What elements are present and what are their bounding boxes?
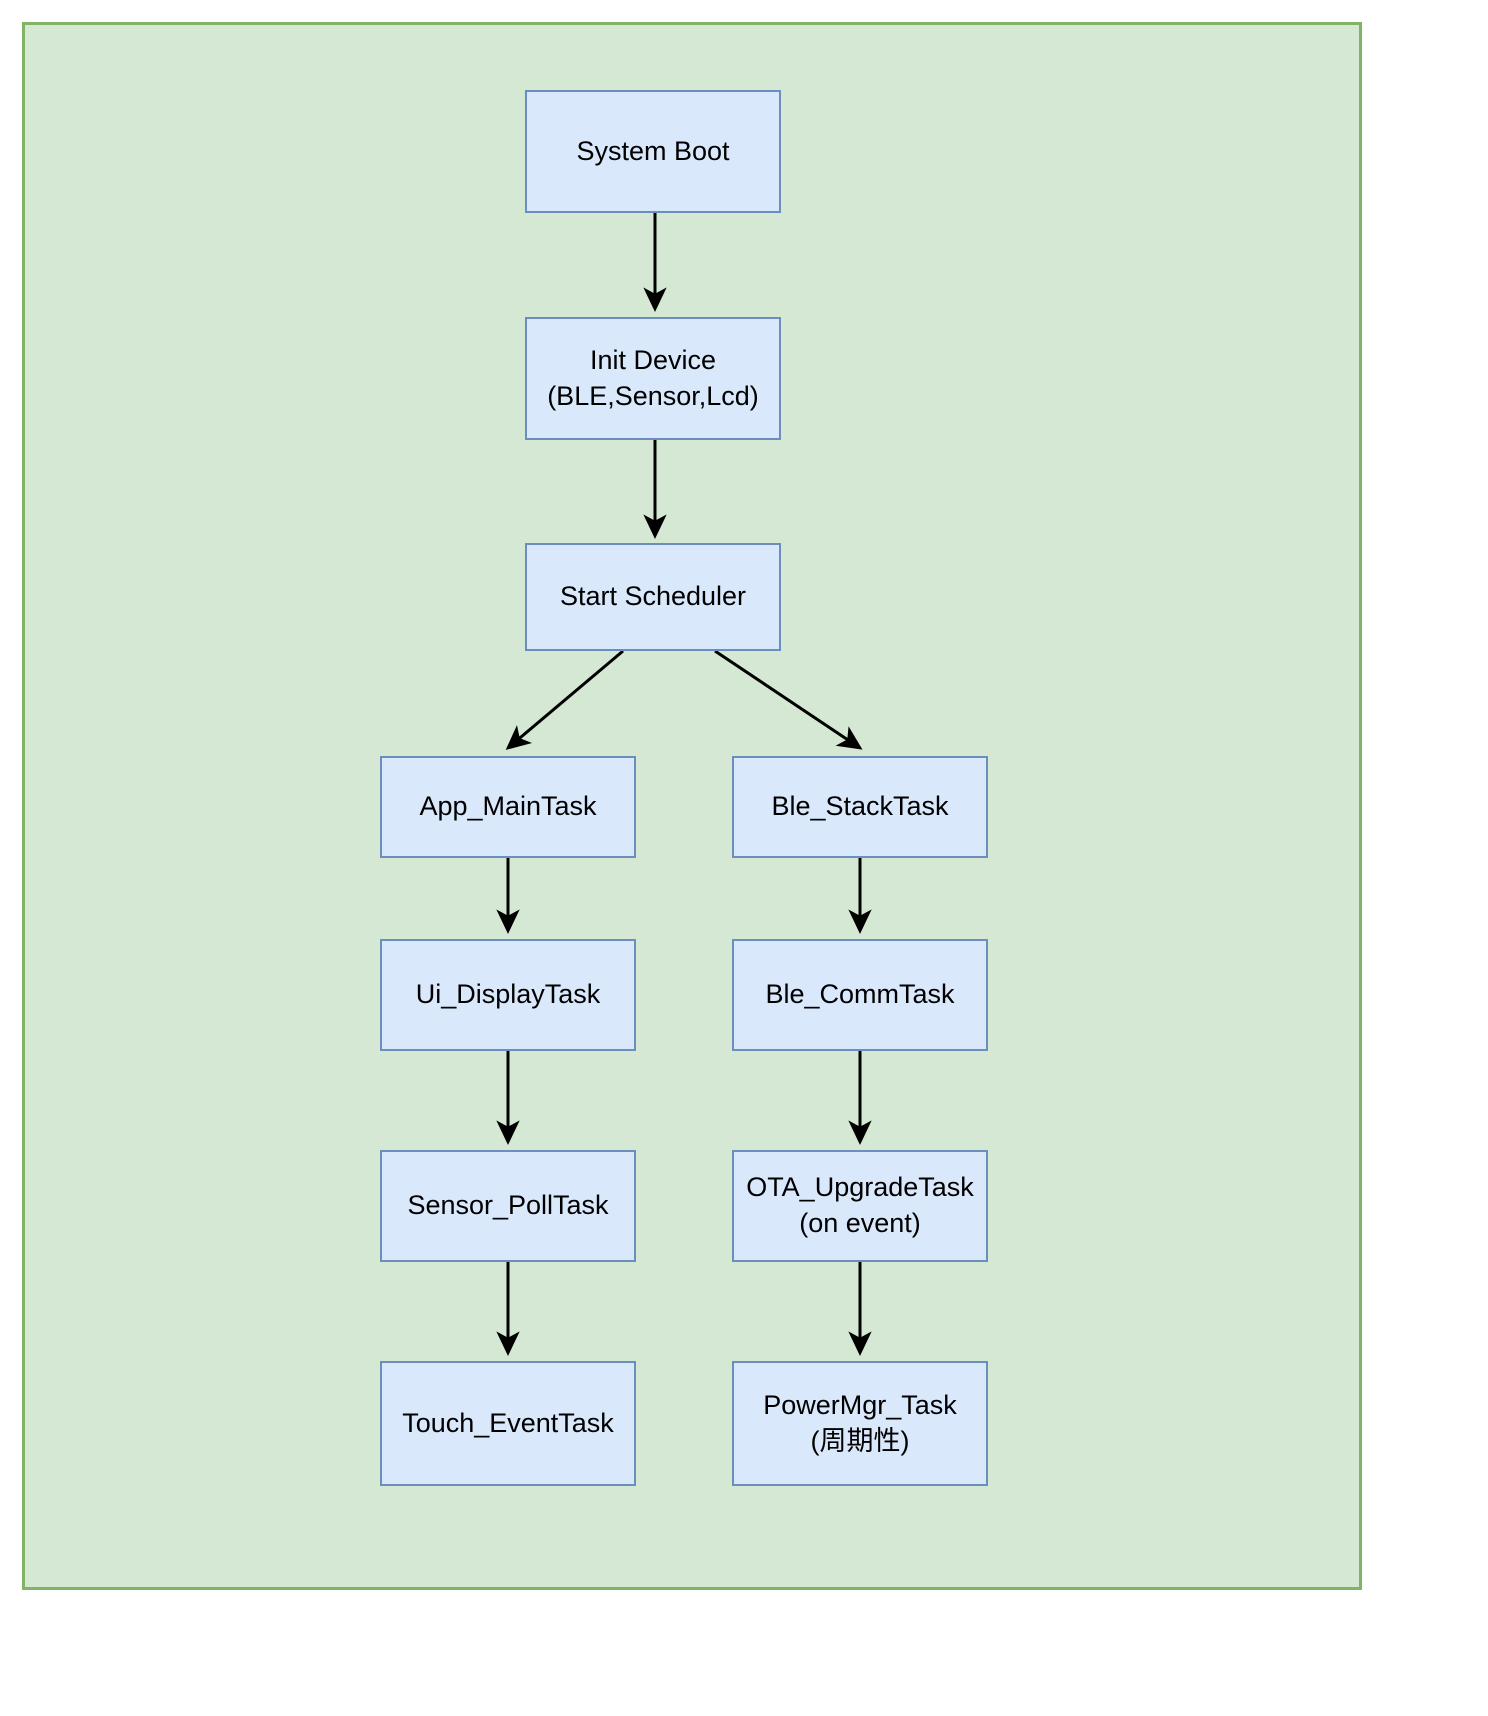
- node-ble-stacktask[interactable]: Ble_StackTask: [732, 756, 988, 858]
- node-init-device-label: Init Device (BLE,Sensor,Lcd): [547, 344, 759, 411]
- node-sensor-polltask[interactable]: Sensor_PollTask: [380, 1150, 636, 1262]
- node-touch-eventtask-label: Touch_EventTask: [402, 1407, 614, 1438]
- node-app-maintask-label: App_MainTask: [419, 791, 597, 822]
- node-system-boot[interactable]: System Boot: [525, 90, 781, 213]
- node-ota-upgradetask[interactable]: OTA_UpgradeTask (on event): [732, 1150, 988, 1262]
- node-powermgr-task-label: PowerMgr_Task (周期性): [763, 1389, 957, 1456]
- node-start-scheduler-label: Start Scheduler: [559, 581, 747, 612]
- node-ui-displaytask-label: Ui_DisplayTask: [415, 979, 601, 1010]
- edge-start-scheduler-to-ble-stacktask: [714, 649, 863, 750]
- node-ui-displaytask[interactable]: Ui_DisplayTask: [380, 939, 636, 1051]
- node-powermgr-task[interactable]: PowerMgr_Task (周期性): [732, 1361, 988, 1486]
- node-init-device[interactable]: Init Device (BLE,Sensor,Lcd): [525, 317, 781, 440]
- node-touch-eventtask[interactable]: Touch_EventTask: [380, 1361, 636, 1486]
- node-ota-upgradetask-label: OTA_UpgradeTask (on event): [746, 1172, 974, 1238]
- flowchart-canvas: System Boot Init Device (BLE,Sensor,Lcd)…: [22, 22, 1362, 1590]
- node-ble-commtask[interactable]: Ble_CommTask: [732, 939, 988, 1051]
- connector-layer: [496, 213, 872, 1357]
- edge-start-scheduler-to-app-maintask: [505, 649, 624, 750]
- node-ble-commtask-label: Ble_CommTask: [765, 979, 955, 1010]
- node-system-boot-label: System Boot: [576, 135, 730, 166]
- node-start-scheduler[interactable]: Start Scheduler: [525, 543, 781, 651]
- node-sensor-polltask-label: Sensor_PollTask: [407, 1190, 609, 1221]
- node-ble-stacktask-label: Ble_StackTask: [771, 791, 949, 822]
- node-app-maintask[interactable]: App_MainTask: [380, 756, 636, 858]
